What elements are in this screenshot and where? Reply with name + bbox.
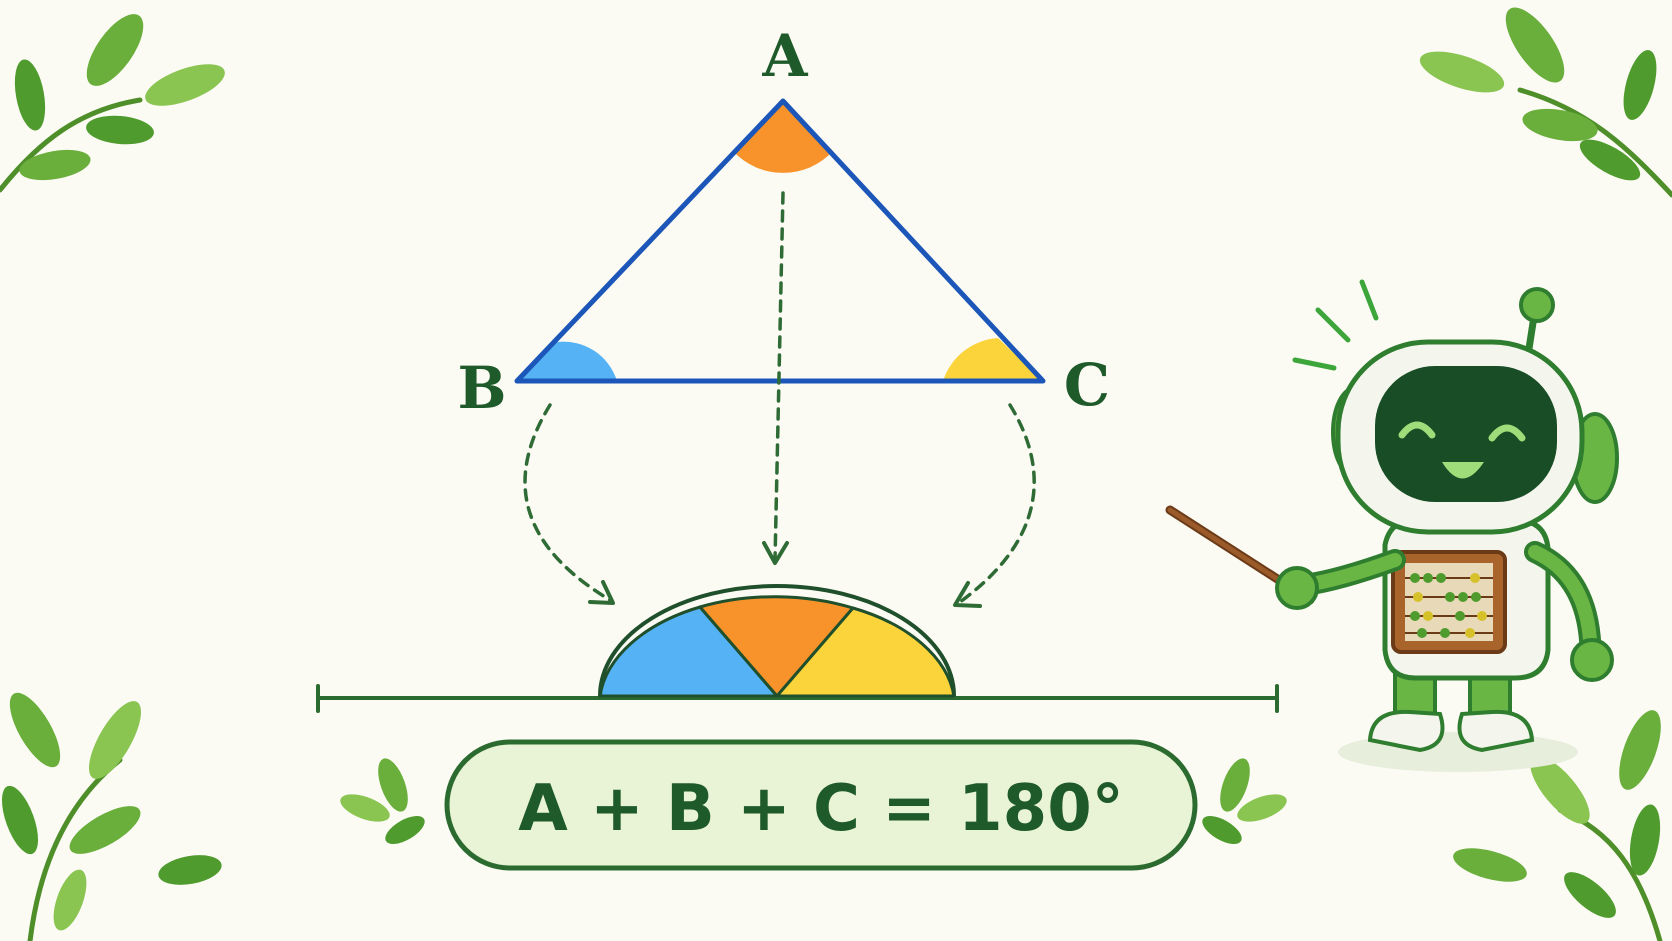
vertex-label-c: C: [1064, 351, 1110, 419]
angle-c-wedge: [943, 338, 1043, 381]
angle-a-wedge: [733, 101, 833, 173]
formula-box: A + B + C = 180°: [444, 739, 1198, 871]
robot-teacher-icon: [1165, 279, 1619, 772]
straight-line-ruler: [316, 684, 1279, 713]
formula-text: A + B + C = 180°: [518, 772, 1123, 846]
arrow-from-c: [953, 403, 1036, 608]
leaf-branch-top-left-icon: [0, 14, 225, 193]
leaf-sprig-right-icon: [1202, 758, 1287, 844]
semicircle-sector-a: [698, 595, 855, 698]
leaf-branch-bottom-left-icon: [1, 692, 222, 941]
vertex-label-b: B: [457, 354, 506, 422]
arrow-from-a: [762, 191, 789, 565]
abacus-icon: [1391, 550, 1507, 654]
vertex-label-a: A: [761, 22, 808, 90]
angle-b-wedge: [517, 341, 617, 381]
leaf-branch-bottom-right-icon: [1453, 710, 1663, 941]
arrow-from-b: [523, 403, 615, 605]
leaf-branch-top-right-icon: [1419, 7, 1672, 198]
leaf-sprig-left-icon: [340, 758, 425, 844]
combined-angles-semicircle: [598, 584, 956, 698]
